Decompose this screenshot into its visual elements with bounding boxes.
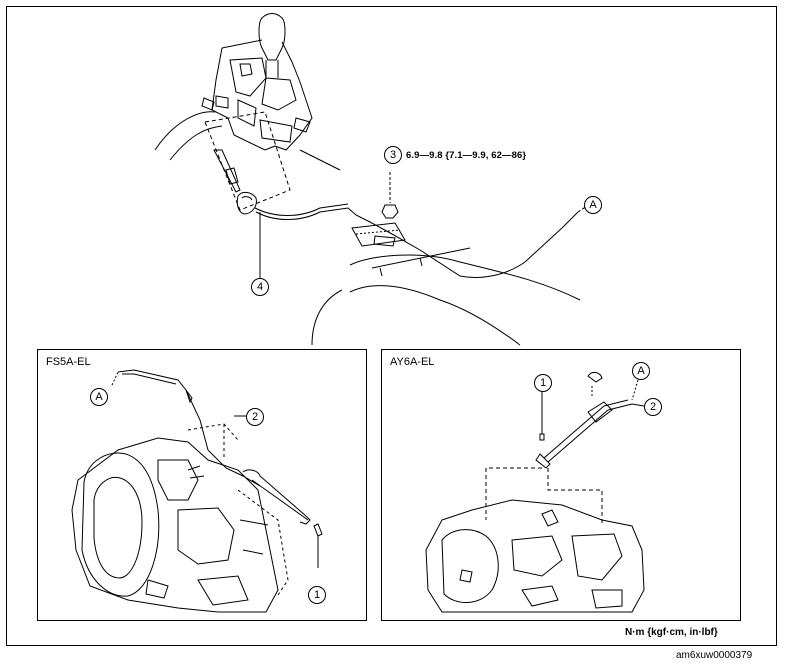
fs5a-el-panel: FS5A-EL [37,349,367,621]
units-label: N·m {kgf·cm, in·lbf} [625,627,718,638]
ay6a-el-title: AY6A-EL [390,356,435,368]
ay6a-callout-a: A [632,362,650,380]
callout-a-top: A [584,196,602,214]
callout-4: 4 [251,278,269,296]
figure-frame [6,6,777,646]
fs5a-callout-a: A [90,388,108,406]
ay6a-el-illustration [425,371,645,613]
ay6a-callout-2: 2 [644,398,662,416]
callout-3: 3 [384,146,402,164]
ay6a-el-panel: AY6A-EL [381,349,741,621]
fs5a-callout-1: 1 [308,586,326,604]
fs5a-callout-2: 2 [246,408,264,426]
torque-spec: 6.9—9.8 {7.1—9.9, 62—86} [406,150,527,161]
ay6a-callout-1: 1 [534,374,552,392]
fs5a-el-title: FS5A-EL [46,356,91,368]
figure-code: am6xuw0000379 [676,650,753,661]
fs5a-el-illustration [71,369,323,613]
